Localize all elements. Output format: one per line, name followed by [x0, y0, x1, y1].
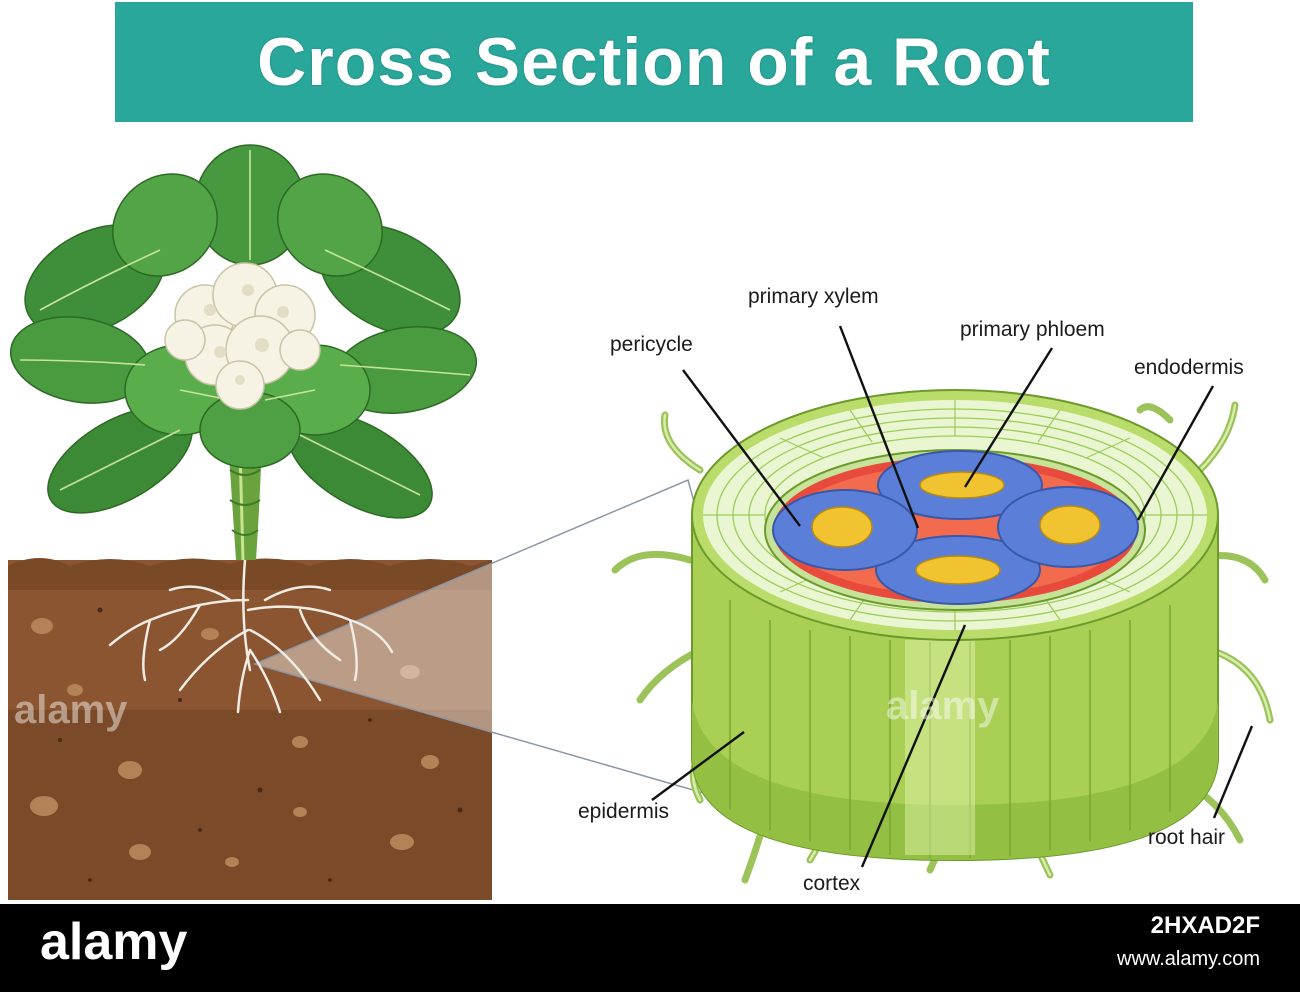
root-system [108, 558, 394, 714]
label-epidermis: epidermis [578, 800, 670, 823]
label-pericycle: pericycle [610, 333, 693, 356]
footer-meta: 2HXAD2F www.alamy.com [1117, 912, 1260, 971]
cauliflower-texture [204, 284, 289, 385]
xylem-cores [811, 471, 1101, 585]
label-endodermis: endodermis [1134, 356, 1244, 379]
footer-logo: alamy [40, 913, 188, 971]
footer-url: www.alamy.com [1117, 948, 1260, 970]
leader-lines [651, 325, 1254, 868]
soil-block [8, 558, 492, 900]
footer-bar: alamy 2HXAD2F www.alamy.com [0, 904, 1300, 992]
label-cortex: cortex [803, 872, 861, 895]
root-cross-section [611, 389, 1274, 884]
root-diagram [8, 144, 1274, 900]
label-primary-phloem: primary phloem [960, 318, 1105, 341]
epidermis-stripes [729, 600, 1171, 858]
label-root-hair: root hair [1148, 826, 1226, 849]
image-id: 2HXAD2F [1150, 912, 1260, 939]
page-title: Cross Section of a Root [257, 24, 1051, 100]
leaf-veins [19, 150, 471, 496]
label-primary-xylem: primary xylem [748, 285, 879, 308]
leaves [9, 144, 478, 519]
plant-stem [228, 440, 262, 561]
title-banner: Cross Section of a Root [115, 2, 1193, 122]
